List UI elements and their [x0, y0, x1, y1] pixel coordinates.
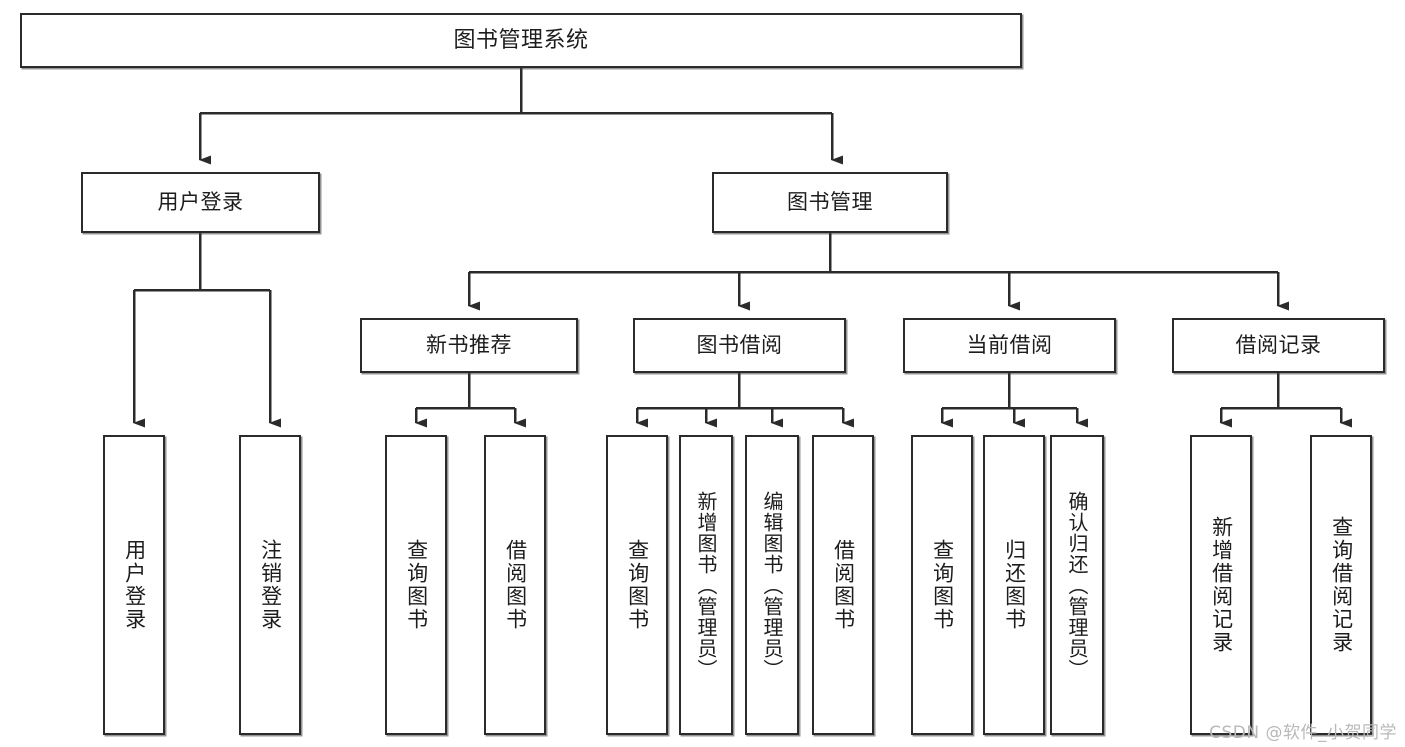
node-new-book-recommend-label: 新书推荐 [426, 333, 512, 358]
node-leaf-confirm-return[interactable]: 确认归还（管理员） [1050, 435, 1104, 735]
node-user-login[interactable]: 用户登录 [81, 172, 320, 233]
node-book-manage-label: 图书管理 [787, 190, 873, 215]
node-leaf-return-book-label: 归还图书 [1002, 539, 1027, 631]
node-leaf-add-book-admin-label: 新增图书（管理员） [694, 490, 718, 680]
node-leaf-user-logout-label: 注销登录 [258, 539, 283, 631]
node-leaf-edit-book-admin-label: 编辑图书（管理员） [760, 490, 784, 680]
node-leaf-query-book-2-label: 查询图书 [625, 539, 650, 631]
node-leaf-borrow-book-1-label: 借阅图书 [503, 539, 528, 631]
watermark: CSDN @软件_小贺同学 [1209, 723, 1397, 743]
node-leaf-query-book-1[interactable]: 查询图书 [385, 435, 447, 735]
node-book-borrow[interactable]: 图书借阅 [633, 318, 846, 373]
node-leaf-return-book[interactable]: 归还图书 [983, 435, 1045, 735]
node-leaf-query-book-3[interactable]: 查询图书 [911, 435, 973, 735]
node-leaf-borrow-book-2-label: 借阅图书 [831, 539, 856, 631]
node-leaf-add-record[interactable]: 新增借阅记录 [1190, 435, 1252, 735]
node-leaf-borrow-book-2[interactable]: 借阅图书 [812, 435, 874, 735]
node-leaf-query-book-3-label: 查询图书 [930, 539, 955, 631]
node-borrow-record-label: 借阅记录 [1235, 333, 1322, 358]
node-new-book-recommend[interactable]: 新书推荐 [360, 318, 578, 373]
node-leaf-add-record-label: 新增借阅记录 [1209, 516, 1234, 654]
node-leaf-query-record[interactable]: 查询借阅记录 [1310, 435, 1372, 735]
node-leaf-borrow-book-1[interactable]: 借阅图书 [484, 435, 546, 735]
node-book-manage[interactable]: 图书管理 [712, 172, 948, 233]
node-leaf-user-login-label: 用户登录 [122, 539, 147, 631]
node-borrow-record[interactable]: 借阅记录 [1172, 318, 1385, 373]
node-book-borrow-label: 图书借阅 [696, 333, 783, 358]
node-leaf-add-book-admin[interactable]: 新增图书（管理员） [679, 435, 733, 735]
node-root[interactable]: 图书管理系统 [20, 13, 1022, 68]
node-current-borrow-label: 当前借阅 [966, 333, 1053, 358]
node-leaf-query-book-1-label: 查询图书 [404, 539, 429, 631]
node-leaf-query-book-2[interactable]: 查询图书 [606, 435, 668, 735]
node-leaf-user-login[interactable]: 用户登录 [103, 435, 165, 735]
node-leaf-query-record-label: 查询借阅记录 [1329, 516, 1354, 654]
node-leaf-confirm-return-label: 确认归还（管理员） [1065, 490, 1089, 680]
node-leaf-edit-book-admin[interactable]: 编辑图书（管理员） [745, 435, 799, 735]
node-leaf-user-logout[interactable]: 注销登录 [239, 435, 301, 735]
node-user-login-label: 用户登录 [157, 190, 244, 215]
node-current-borrow[interactable]: 当前借阅 [903, 318, 1116, 373]
node-root-label: 图书管理系统 [453, 27, 589, 53]
